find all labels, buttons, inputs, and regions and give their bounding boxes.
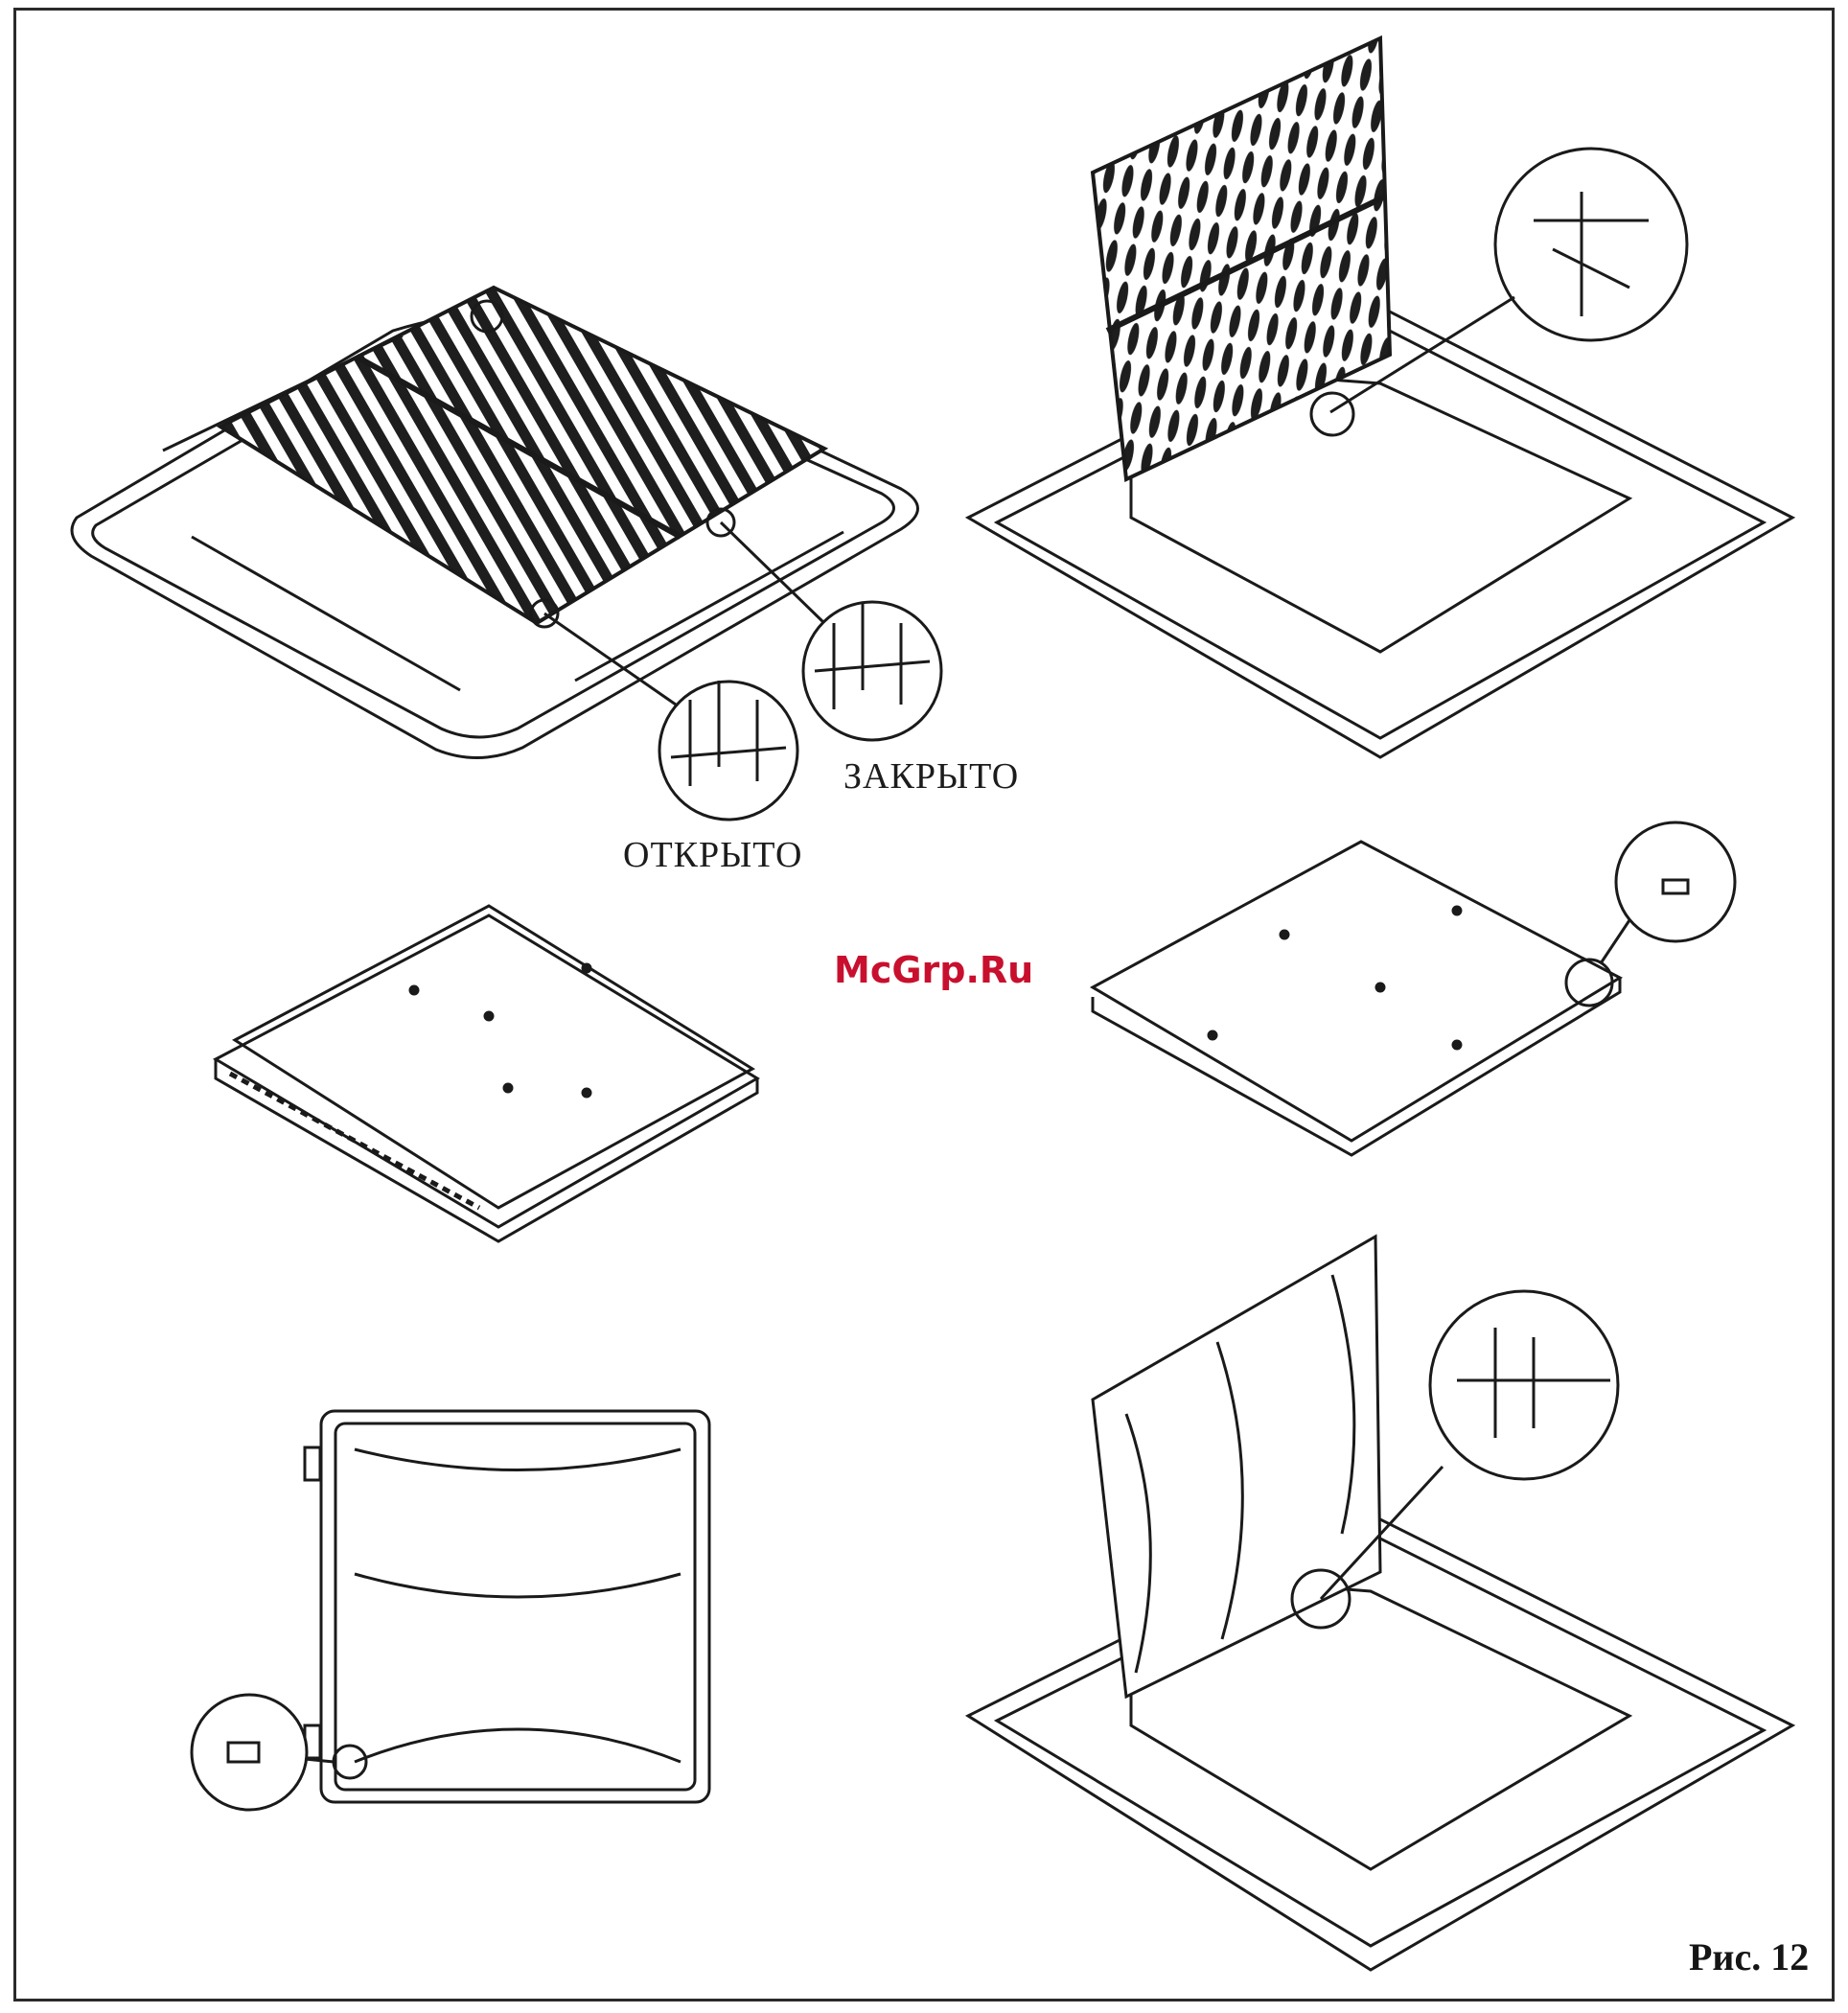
panel-grille-open: [968, 38, 1792, 757]
grille-rear-view: [192, 1411, 709, 1810]
grille-with-filter: [216, 906, 757, 1241]
grille-flipped: [1093, 822, 1735, 1155]
label-closed: ЗАКРЫТО: [843, 755, 1019, 798]
watermark-text: McGrp.Ru: [834, 949, 1033, 991]
panel-filter-open: [968, 1237, 1792, 1970]
figure-caption: Рис. 12: [1689, 1934, 1809, 1979]
panel-closed-grille: [72, 288, 918, 758]
label-open: ОТКРЫТО: [623, 834, 802, 876]
